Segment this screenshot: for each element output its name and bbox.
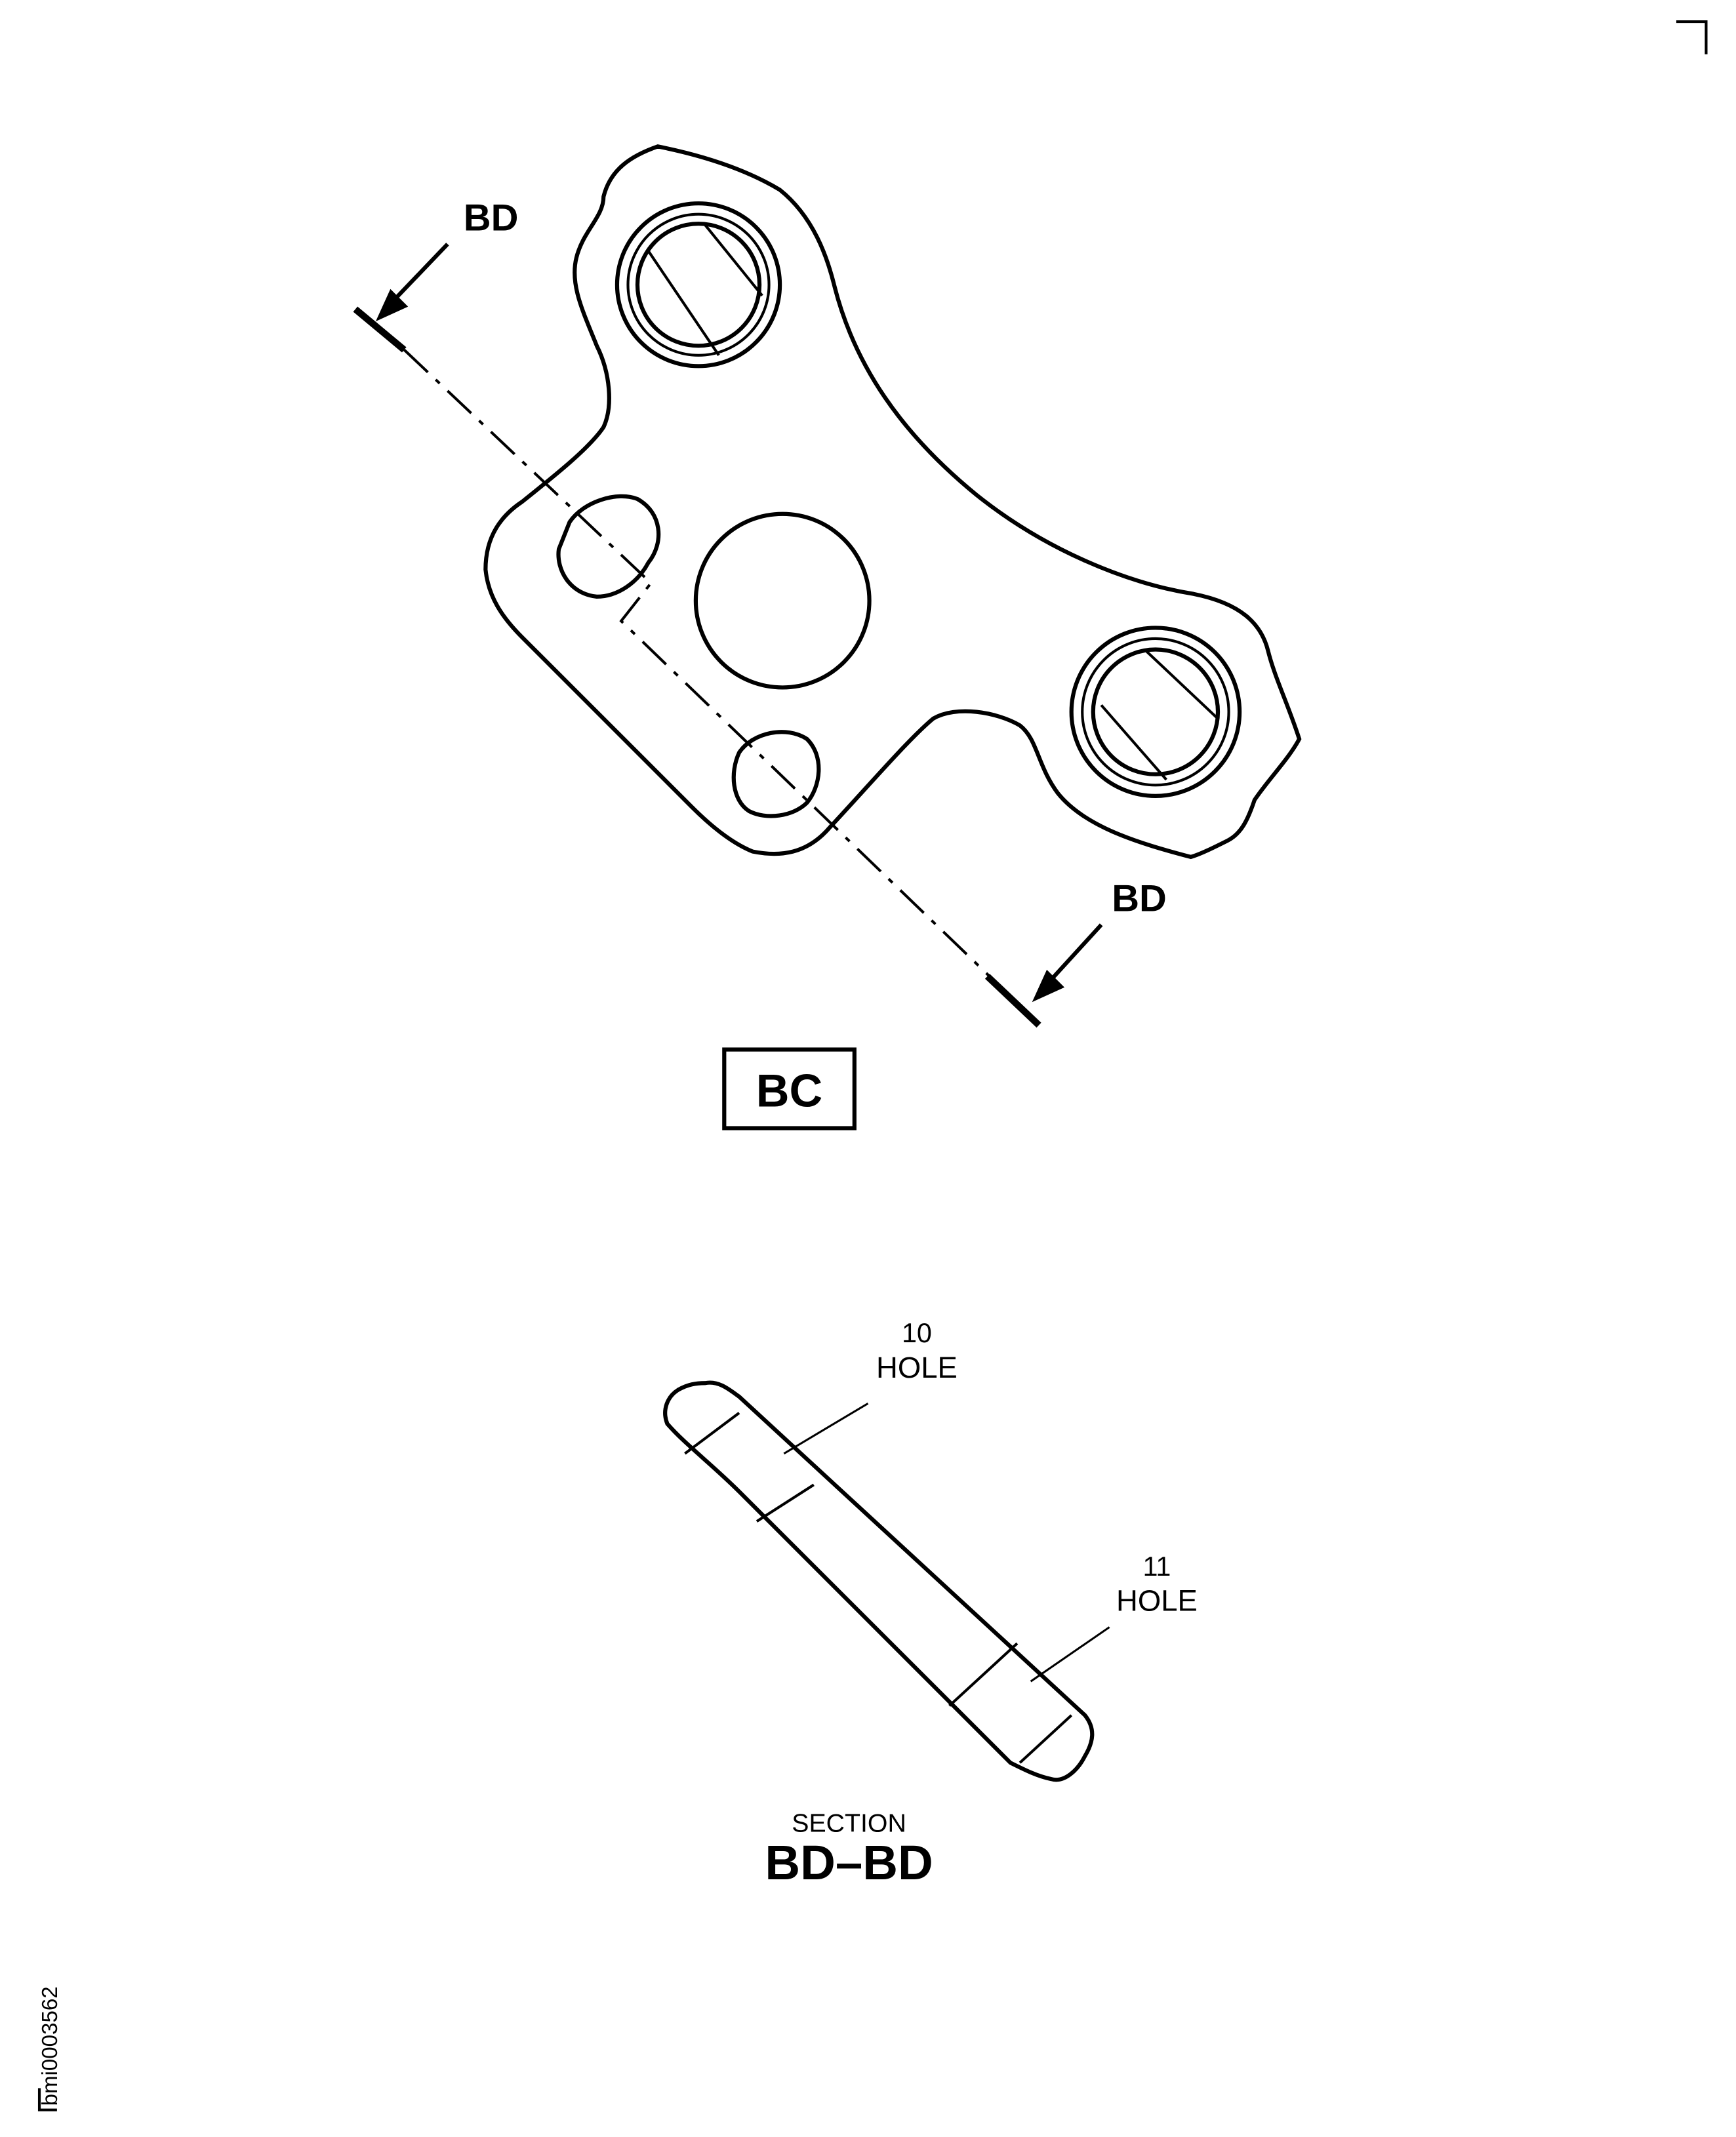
callout-11-label: HOLE xyxy=(1116,1584,1198,1618)
leader-10 xyxy=(783,1402,869,1455)
arrow-bottom-icon xyxy=(1032,969,1065,1003)
plate-top-view xyxy=(483,144,1302,860)
corner-crop-mark xyxy=(1676,20,1708,54)
view-label: BC xyxy=(756,1064,823,1116)
callout-10-number: 10 xyxy=(902,1318,932,1348)
arrow-top-icon xyxy=(375,289,409,322)
figure-id: bmi0003562 xyxy=(38,1986,62,2106)
section-marker-bottom: BD xyxy=(1112,878,1167,920)
section-caption-large: BD–BD xyxy=(765,1835,933,1890)
figure-id-bracket xyxy=(37,2088,57,2111)
bushing-top-outer xyxy=(615,201,782,369)
section-cut-line xyxy=(353,243,1103,1028)
hole-10 xyxy=(556,494,661,599)
view-label-box xyxy=(722,1047,857,1130)
leader-11 xyxy=(1030,1626,1110,1683)
center-hole xyxy=(693,511,872,690)
callout-10-label: HOLE xyxy=(876,1351,958,1384)
bushing-bottom-outer xyxy=(1069,626,1242,798)
callout-11-number: 11 xyxy=(1143,1551,1171,1582)
section-caption-small: SECTION xyxy=(792,1809,906,1838)
section-view xyxy=(663,1380,1110,1782)
hole-11 xyxy=(731,730,821,818)
section-marker-top: BD xyxy=(464,197,519,239)
